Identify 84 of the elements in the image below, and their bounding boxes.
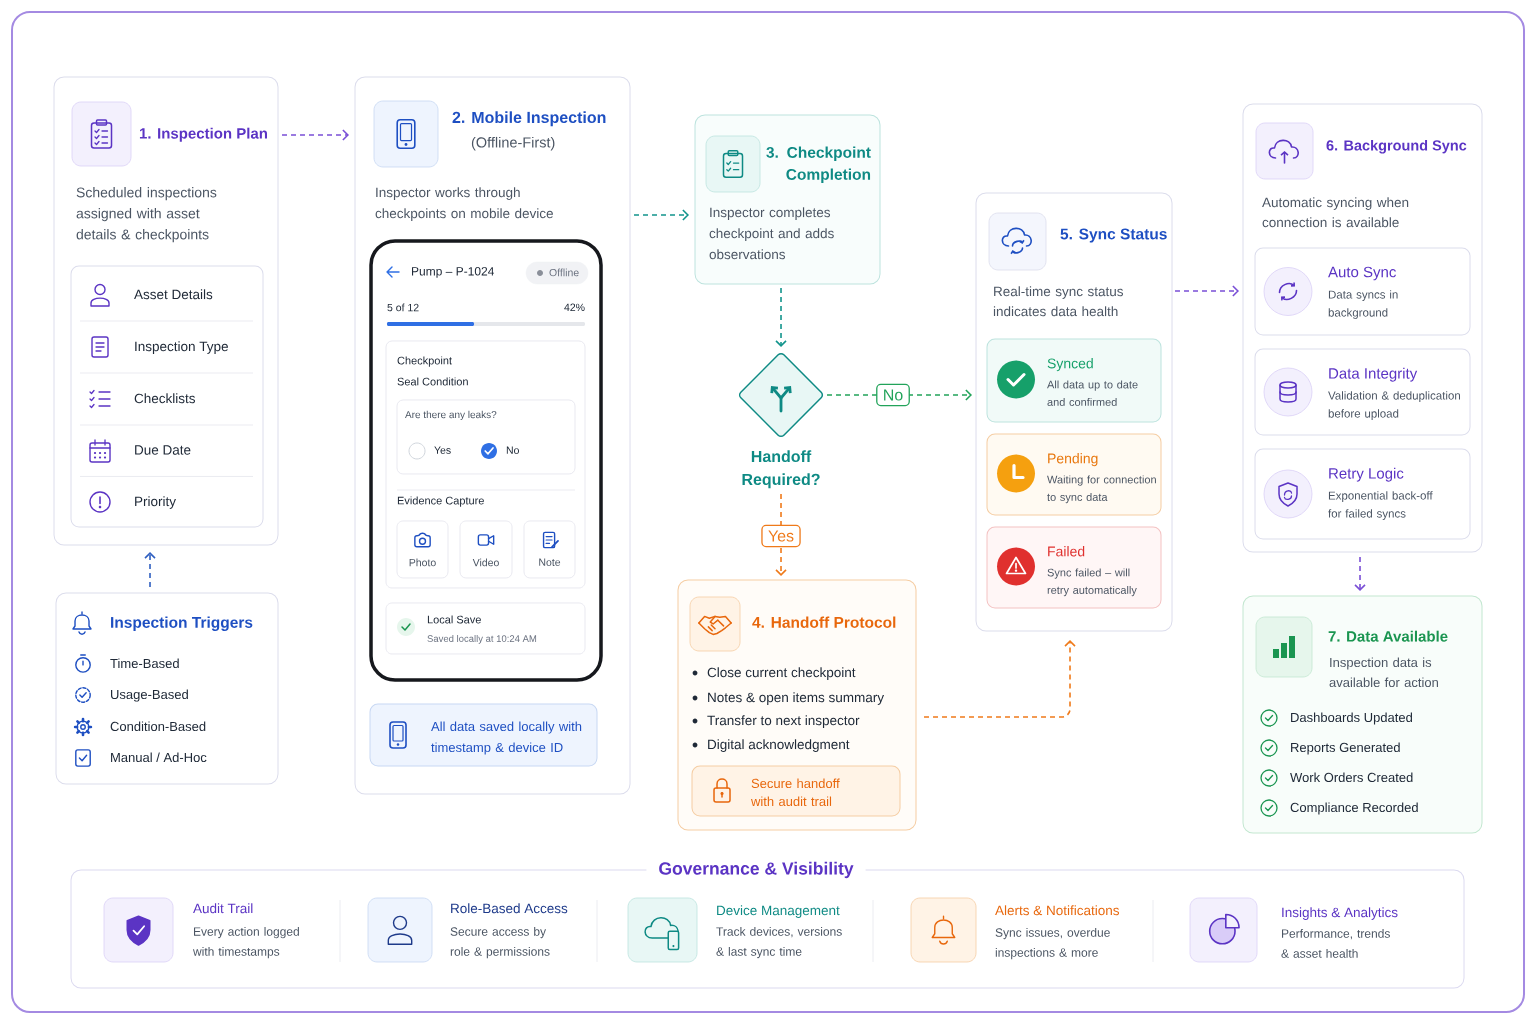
capture-button: Video <box>459 520 513 579</box>
status-title: Synced <box>1047 358 1093 372</box>
checklist-item: Dashboards Updated <box>1291 712 1412 725</box>
feature-description: Validation & deduplication before upload <box>1328 391 1460 420</box>
step-title: 3. Checkpoint Completion <box>766 146 871 183</box>
step-description: Automatic syncing when connection is available <box>1262 197 1409 228</box>
checklist-item: Work Orders Created <box>1290 772 1413 783</box>
feature-title: Data Integrity <box>1329 367 1418 382</box>
save-timestamp: Saved locally at 10:24 AM <box>427 635 537 644</box>
step-description: Inspector works through checkpoints on mobile device <box>375 187 553 221</box>
card-title: Inspection Triggers <box>111 616 253 631</box>
feature-title: Retry Logic <box>1329 467 1404 482</box>
step-title: 5. Sync Status <box>1060 228 1167 243</box>
feature-description: Data syncs in background <box>1328 290 1398 319</box>
status-description: Waiting for connection to sync data <box>1047 475 1156 504</box>
capture-button: Photo <box>396 520 449 579</box>
step-description: Scheduled inspections assigned with asset details & checkpoints <box>76 187 217 243</box>
connector-arrow <box>144 552 156 588</box>
progress-label: 5 of 12 <box>387 303 419 312</box>
list-item-label: Usage-Based <box>111 689 188 702</box>
list-item-label: Inspection Type <box>135 341 228 354</box>
status-description: All data up to date and confirmed <box>1047 380 1138 406</box>
screen-title: Pump – P-1024 <box>412 267 494 278</box>
connector-arrow <box>1354 556 1366 591</box>
feature-title: Device Management <box>717 905 840 918</box>
feature-title: Alerts & Notifications <box>995 905 1120 916</box>
list-item-label: Asset Details <box>134 289 213 300</box>
connector-arrow <box>1174 285 1239 297</box>
section-label: Evidence Capture <box>397 496 484 507</box>
step-title: 1. Inspection Plan <box>139 127 267 142</box>
status-description: Sync failed – will retry automatically <box>1047 568 1137 597</box>
step-title: 4. Handoff Protocol <box>752 616 896 628</box>
step-description: Inspection data is available for action <box>1329 657 1438 688</box>
edge-label: Yes <box>761 524 801 548</box>
connector-arrow <box>281 129 349 141</box>
save-title: Local Save <box>427 615 481 624</box>
bullet-item: Close current checkpoint <box>707 667 856 680</box>
feature-description: Performance, trends & asset health <box>1281 929 1390 958</box>
status-pill: Offline <box>525 261 589 285</box>
feature-description: Sync issues, overdue inspections & more <box>995 928 1110 960</box>
progress-percent: 42% <box>564 303 585 311</box>
step-description: Real-time sync status indicates data health <box>993 286 1124 317</box>
option-label: No <box>506 446 519 454</box>
connector-arrow <box>923 640 1076 718</box>
option-label: Yes <box>434 446 451 454</box>
bullet-item: Notes & open items summary <box>708 692 885 705</box>
edge-label: No <box>876 383 910 407</box>
step-title: 6. Background Sync <box>1326 139 1467 154</box>
list-item-label: Checklists <box>134 393 195 404</box>
step-description: Inspector completes checkpoint and adds observations <box>709 207 834 260</box>
feature-description: Every action logged with timestamps <box>193 927 299 959</box>
list-item-label: Manual / Ad-Hoc <box>111 752 207 763</box>
feature-description: Track devices, versions & last sync time <box>716 927 842 959</box>
status-title: Failed <box>1048 546 1085 557</box>
form-label: Checkpoint <box>397 356 452 367</box>
checklist-item: Reports Generated <box>1291 742 1400 755</box>
bullet-item: Digital acknowledgment <box>708 739 850 752</box>
feature-title: Role-Based Access <box>451 903 568 914</box>
info-banner: All data saved locally with timestamp & device ID <box>369 703 598 767</box>
feature-title: Auto Sync <box>1328 266 1396 281</box>
connector-arrow <box>633 209 689 221</box>
bullet-item: Transfer to next inspector <box>707 715 860 728</box>
feature-title: Audit Trail <box>193 903 253 914</box>
step-title: 2. Mobile Inspection <box>452 111 606 127</box>
connector-arrow <box>775 287 787 347</box>
section-heading: Governance & Visibility <box>646 858 866 882</box>
list-item-label: Priority <box>135 496 176 509</box>
capture-button: Note <box>523 520 576 579</box>
question-text: Are there any leaks? <box>405 410 497 421</box>
feature-description: Exponential back-off for failed syncs <box>1328 491 1433 520</box>
list-item-label: Due Date <box>135 445 191 455</box>
feature-title: Insights & Analytics <box>1282 907 1398 920</box>
decision-label: Handoff Required? <box>742 450 820 489</box>
info-banner: Secure handoff with audit trail <box>691 765 901 817</box>
step-subtitle: (Offline-First) <box>471 136 555 151</box>
list-item-label: Time-Based <box>110 658 179 669</box>
form-title: Seal Condition <box>397 377 468 386</box>
checklist-item: Compliance Recorded <box>1290 802 1418 815</box>
step-title: 7. Data Available <box>1328 630 1448 642</box>
feature-description: Secure access by role & permissions <box>450 927 550 959</box>
status-title: Pending <box>1048 453 1098 467</box>
connector-arrow <box>775 493 787 576</box>
list-item-label: Condition-Based <box>110 721 206 732</box>
connector-arrow <box>826 389 972 401</box>
